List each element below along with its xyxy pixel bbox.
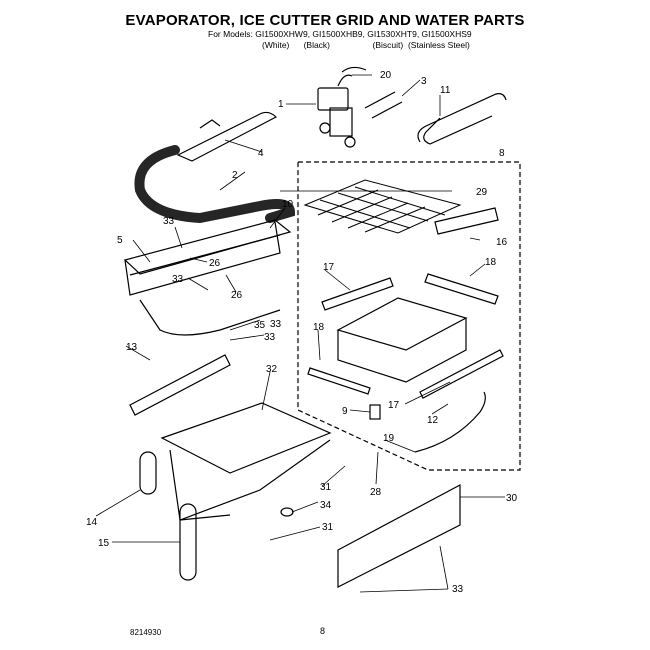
callout-19: 19 bbox=[383, 433, 395, 444]
callout-31b: 31 bbox=[322, 522, 334, 533]
callout-31a: 31 bbox=[320, 482, 332, 493]
page-title: EVAPORATOR, ICE CUTTER GRID AND WATER PA… bbox=[125, 12, 525, 29]
bumper bbox=[280, 507, 294, 517]
callout-3: 3 bbox=[421, 76, 427, 87]
fill-tube bbox=[417, 93, 507, 143]
callout-2: 2 bbox=[232, 170, 238, 181]
callout-16: 16 bbox=[496, 237, 508, 248]
callout-33d: 33 bbox=[452, 584, 464, 595]
callout-12: 12 bbox=[427, 415, 439, 426]
callout-9: 9 bbox=[342, 406, 348, 417]
callout-17a: 17 bbox=[323, 262, 335, 273]
grid-assembly-boundary bbox=[297, 161, 521, 471]
callout-29: 29 bbox=[476, 187, 488, 198]
callout-33e: 33 bbox=[270, 319, 282, 330]
callout-33c: 33 bbox=[264, 332, 276, 343]
callout-14: 14 bbox=[86, 517, 98, 528]
water-bin bbox=[160, 402, 332, 521]
callout-17b: 17 bbox=[388, 400, 400, 411]
callout-35: 35 bbox=[254, 320, 266, 331]
callout-8: 8 bbox=[499, 148, 505, 159]
callout-34: 34 bbox=[320, 500, 332, 511]
callout-15: 15 bbox=[98, 538, 110, 549]
model-variants: (White) (Black) (Biscuit) (Stainless Ste… bbox=[262, 40, 470, 50]
water-valve bbox=[317, 74, 356, 148]
models-line: For Models: GI1500XHW9, GI1500XHB9, GI15… bbox=[208, 29, 472, 39]
callout-5: 5 bbox=[117, 235, 123, 246]
valve-screws bbox=[364, 91, 403, 119]
callout-28: 28 bbox=[370, 487, 382, 498]
callout-20: 20 bbox=[380, 70, 392, 81]
page-number: 8 bbox=[320, 626, 326, 636]
bracket bbox=[369, 404, 381, 420]
callout-1: 1 bbox=[278, 99, 284, 110]
callout-26b: 26 bbox=[231, 290, 243, 301]
callout-33a: 33 bbox=[163, 216, 175, 227]
water-trough bbox=[129, 354, 231, 416]
drain-tube-upper bbox=[139, 451, 157, 495]
callout-26a: 26 bbox=[209, 258, 221, 269]
variant-biscuit: (Biscuit) bbox=[372, 40, 404, 50]
callout-18b: 18 bbox=[313, 322, 325, 333]
tube-clamp bbox=[423, 115, 493, 145]
callout-32: 32 bbox=[266, 364, 278, 375]
callout-13: 13 bbox=[126, 342, 138, 353]
leader-lines bbox=[95, 74, 505, 593]
variant-white: (White) bbox=[262, 40, 290, 50]
callout-18a: 18 bbox=[485, 257, 497, 268]
variant-black: (Black) bbox=[303, 40, 331, 50]
variant-stainless: (Stainless Steel) bbox=[407, 40, 470, 50]
callout-10: 10 bbox=[282, 199, 294, 210]
fill-trough bbox=[176, 111, 278, 162]
grid-panel bbox=[434, 207, 499, 235]
callout-11: 11 bbox=[440, 85, 451, 96]
evaporator-plate bbox=[123, 219, 292, 336]
callout-33b: 33 bbox=[172, 274, 184, 285]
callout-4: 4 bbox=[258, 148, 264, 159]
part-number: 8214930 bbox=[130, 628, 162, 637]
kick-panel bbox=[337, 484, 461, 588]
cutter-grid bbox=[303, 179, 462, 234]
wire-harness bbox=[414, 391, 486, 453]
cutter-frame bbox=[336, 297, 468, 383]
cutter-rails bbox=[307, 273, 504, 399]
callout-30: 30 bbox=[506, 493, 518, 504]
evaporator-tube bbox=[134, 145, 296, 224]
callout-labels: 1 2 3 4 5 8 9 10 11 12 13 14 15 16 17 17… bbox=[86, 70, 518, 595]
valve-tube bbox=[341, 66, 367, 73]
